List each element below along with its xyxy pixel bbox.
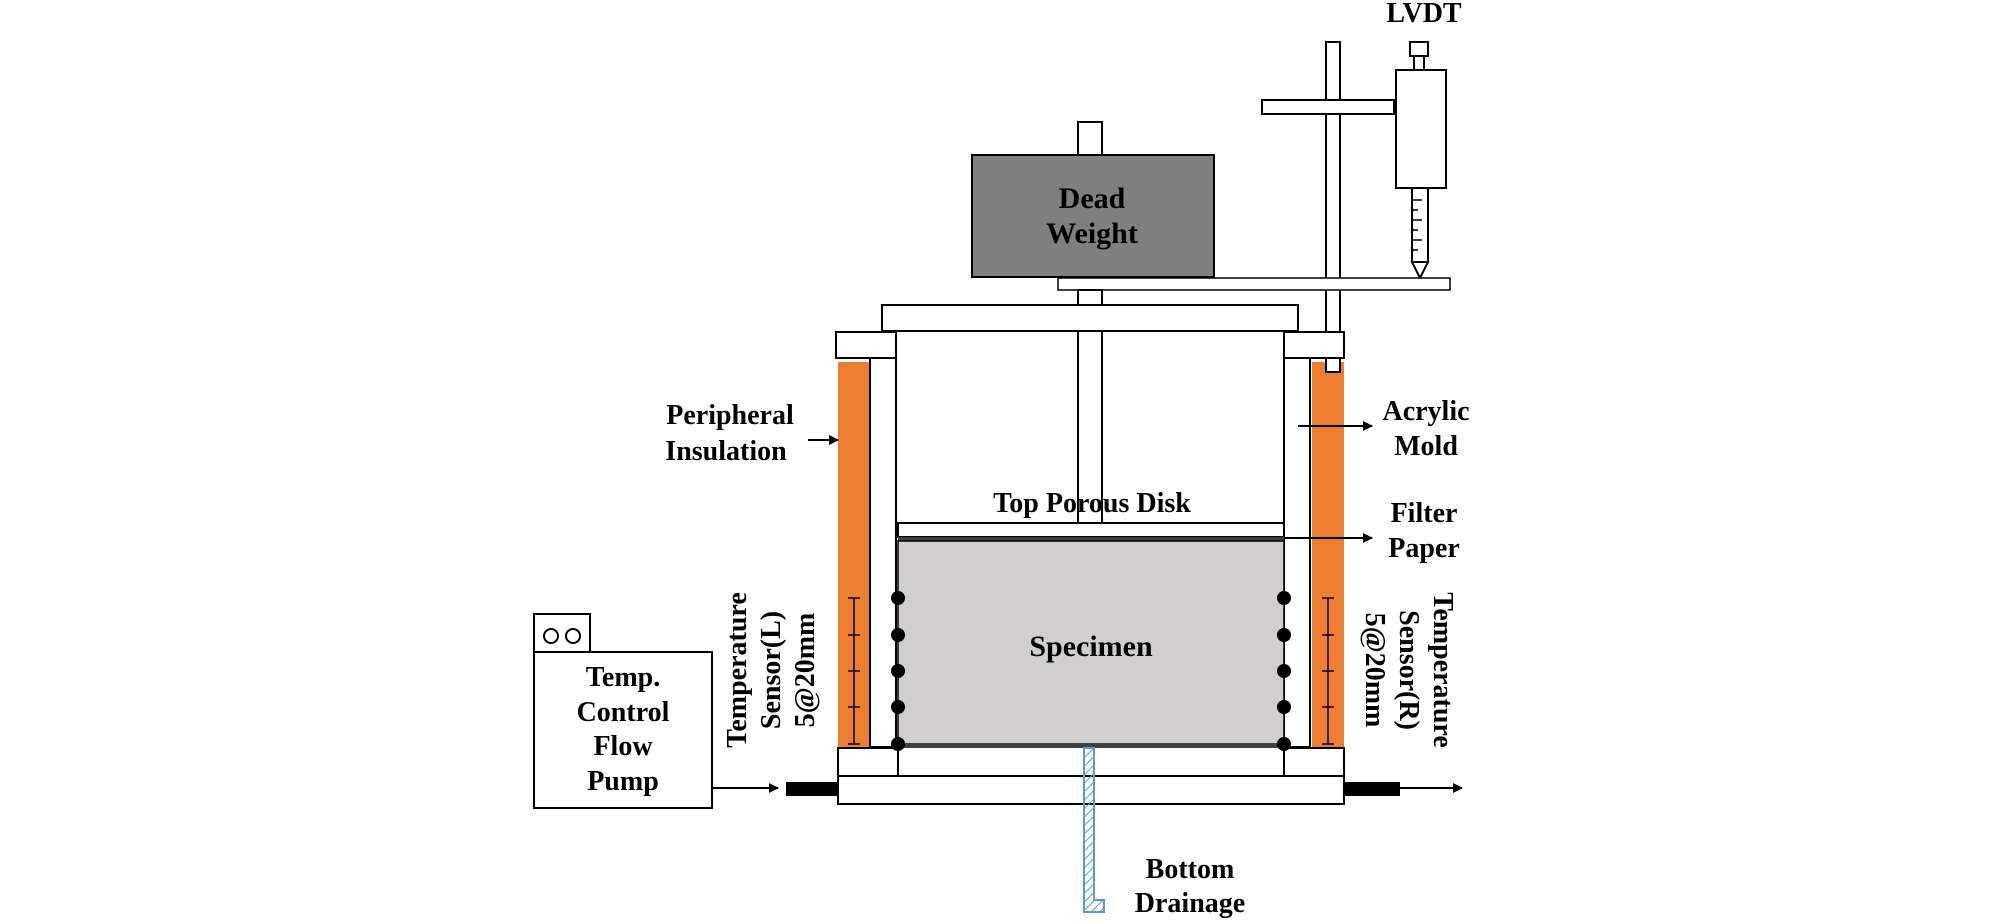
sensor-left-dots xyxy=(891,591,905,751)
bottom-filter-paper xyxy=(898,743,1284,748)
dead-weight-label-line2: Weight xyxy=(1046,217,1138,250)
sensor-right-ruler xyxy=(1322,597,1334,745)
acrylic-mold-label-line1: Acrylic xyxy=(1382,396,1469,427)
pump-knob xyxy=(543,628,559,644)
pump-label-line4: Pump xyxy=(587,766,659,797)
lvdt-support-arm xyxy=(1261,99,1395,115)
right-bottom-flange xyxy=(1283,747,1345,777)
top-filter-paper xyxy=(898,537,1284,541)
sensor-dot xyxy=(891,737,905,751)
specimen xyxy=(897,540,1285,746)
top-porous-disk-label: Top Porous Disk xyxy=(993,488,1191,519)
sensor-right-label-line2: Sensor(R) xyxy=(1393,610,1424,730)
pump-body xyxy=(533,651,713,809)
lvdt-body xyxy=(1395,69,1447,189)
lvdt-post-foot xyxy=(1325,357,1341,373)
sensor-dot xyxy=(1277,700,1291,714)
sensor-dot xyxy=(1277,664,1291,678)
pump-label-line2: Control xyxy=(577,697,670,728)
sensor-right-label: Temperature Sensor(R) 5@20mm xyxy=(1359,592,1458,748)
lvdt-stem xyxy=(1411,187,1429,263)
specimen-label: Specimen xyxy=(1029,630,1153,663)
dead-weight-label-line1: Dead xyxy=(1059,182,1126,215)
sensor-left-ruler xyxy=(848,597,860,745)
left-mold-wall xyxy=(869,357,897,748)
lvdt-top-cap xyxy=(1409,41,1429,57)
sensor-left-label-line1: Temperature xyxy=(722,592,753,748)
peripheral-insulation-label-line2: Insulation xyxy=(665,436,787,467)
sensor-left-label-line3: 5@20mm xyxy=(790,613,821,728)
lvdt-probe-tip xyxy=(1410,261,1430,281)
pump-control-panel xyxy=(533,613,591,653)
sensor-left-label-line2: Sensor(L) xyxy=(756,611,787,729)
temp-control-flow-pump: Temp. Control Flow Pump xyxy=(533,613,713,809)
acrylic-mold-label-line2: Mold xyxy=(1394,431,1458,462)
sensor-dot xyxy=(1277,591,1291,605)
inlet-connector xyxy=(786,782,838,796)
sensor-dot xyxy=(891,591,905,605)
sensor-right-label-line3: 5@20mm xyxy=(1359,613,1390,728)
bottom-drainage-label-line2: Drainage xyxy=(1135,888,1245,919)
top-cap-plate xyxy=(881,304,1299,332)
base-assembly xyxy=(786,747,1400,913)
pump-label-line3: Flow xyxy=(593,731,653,762)
loading-assembly: Dead Weight xyxy=(971,121,1451,527)
lvdt-scale-ticks xyxy=(1412,199,1422,251)
sensor-right-label-line1: Temperature xyxy=(1427,592,1458,748)
right-top-flange xyxy=(1283,331,1345,359)
pump-knob xyxy=(565,628,581,644)
lvdt-reference-plate xyxy=(1057,277,1451,291)
filter-paper-label-line2: Paper xyxy=(1388,533,1460,564)
outlet-connector xyxy=(1344,782,1400,796)
load-rod-top xyxy=(1077,121,1103,157)
sensor-dot xyxy=(891,628,905,642)
filter-paper-label-line1: Filter xyxy=(1391,498,1458,529)
bottom-drainage-label-line1: Bottom xyxy=(1146,854,1235,885)
right-mold-wall xyxy=(1283,357,1311,748)
sensor-dot xyxy=(1277,628,1291,642)
sensor-right-dots xyxy=(1277,591,1291,751)
left-bottom-flange xyxy=(837,747,899,777)
bottom-drainage-pipe xyxy=(1083,747,1105,913)
lvdt-stand-post xyxy=(1325,41,1341,373)
sensor-left-label: Temperature Sensor(L) 5@20mm xyxy=(722,592,821,748)
sensor-dot xyxy=(891,700,905,714)
arrows xyxy=(712,421,1463,793)
sensor-dot xyxy=(891,664,905,678)
top-porous-disk xyxy=(897,522,1285,538)
sensor-dot xyxy=(1277,737,1291,751)
specimen-stack: Specimen xyxy=(897,522,1285,748)
peripheral-insulation-label-line1: Peripheral xyxy=(666,400,794,431)
dead-weight xyxy=(971,154,1215,278)
left-top-flange xyxy=(835,331,897,359)
lvdt-neck xyxy=(1413,55,1425,71)
lvdt-label: LVDT xyxy=(1386,0,1462,29)
pump-label-line1: Temp. xyxy=(586,662,660,693)
